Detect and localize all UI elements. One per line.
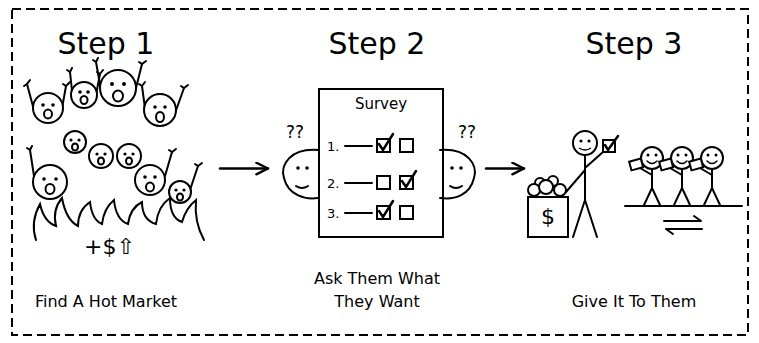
dashed-frame [12,9,748,335]
seller-smile [579,148,591,150]
question-number: 1. [327,139,339,154]
step-heading: Step 2 [329,26,426,62]
eyes [41,82,185,192]
right-face [440,150,475,199]
money-box: $ [527,196,569,238]
ground-line [625,205,742,207]
survey-sheet: Survey 1. 2. 3. [318,88,444,238]
survey-illustration [283,134,475,219]
answer-lines [345,146,372,213]
question-number: 2. [327,176,339,191]
exchange-arrows [664,216,702,234]
step-caption: Give It To Them [572,291,697,313]
coins [528,176,566,196]
step-panel: Step 1 Find A Hot Market [20,20,220,317]
flames [34,198,204,240]
face-mouths [296,186,462,188]
peek-eyes [296,166,463,170]
question-marks: ?? [458,122,476,142]
seller-head [573,131,597,155]
survey-title: Survey [320,95,442,113]
step-heading: Step 3 [586,26,683,62]
left-face [283,150,318,199]
step-heading: Step 1 [58,26,155,62]
question-marks: ?? [286,122,304,142]
profit-label: +$⇧ [84,234,135,259]
checkmarks [379,134,416,217]
currency-sign: $ [541,206,555,228]
people-eyes [579,139,717,156]
step-caption: Find A Hot Market [35,291,177,313]
faces [33,70,191,203]
flow-arrow [220,167,268,170]
crowd-illustration [24,58,204,240]
question-number: 3. [327,206,339,221]
flow-arrow [486,167,524,170]
hands [24,58,202,166]
people-illustration [566,131,742,237]
step-panel: $ Step 3 Give It To Them [524,20,744,317]
seller-body [566,152,603,237]
step-caption: Ask Them What They Want [302,268,452,313]
step-panel: Survey 1. 2. 3. Step 2 Ask Them What They Wan… [268,20,486,317]
